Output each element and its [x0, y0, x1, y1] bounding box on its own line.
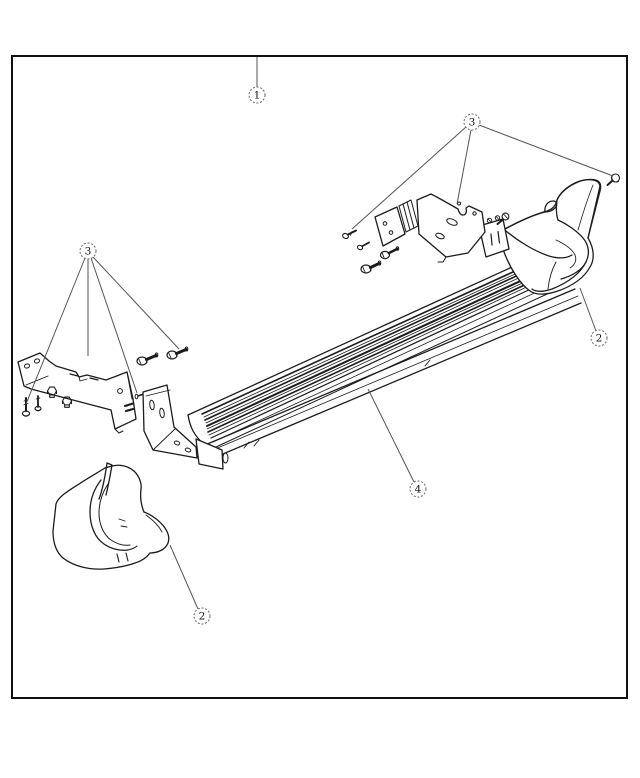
- callout-2-right-label: 2: [596, 333, 603, 345]
- bolt: [360, 260, 382, 274]
- leader-3r-b: [456, 129, 472, 205]
- rear-end-cap: [52, 462, 170, 570]
- callout-2-bottom-label: 2: [199, 611, 206, 623]
- leader-3r-a: [351, 126, 467, 230]
- hex-nut: [46, 386, 58, 398]
- bolt: [379, 246, 400, 260]
- step-board: [187, 251, 582, 470]
- board-side-bracket: [142, 384, 198, 459]
- screw: [342, 229, 357, 240]
- callout-3-right: 3: [463, 113, 481, 131]
- leader-2r: [579, 287, 597, 332]
- callout-3-right-label: 3: [469, 117, 476, 129]
- main-bracket: [416, 193, 486, 258]
- callout-3-left: 3: [79, 242, 97, 260]
- screw: [34, 395, 42, 412]
- front-bracket-kit: [342, 173, 621, 274]
- bracket-stud: [124, 407, 135, 413]
- board-end-face: [195, 438, 224, 470]
- callout-3-left-label: 3: [85, 246, 92, 258]
- leader-4: [367, 388, 415, 483]
- callout-2-bottom: 2: [193, 607, 211, 625]
- callout-4-label: 4: [415, 484, 422, 496]
- callout-1-label: 1: [254, 90, 261, 102]
- bracket-plate: [374, 206, 406, 247]
- leader-3r-c: [478, 124, 614, 177]
- leader-3l-a: [25, 257, 86, 405]
- callout-2-right: 2: [590, 329, 608, 347]
- callout-1: 1: [248, 86, 266, 104]
- board-end-bumper: [222, 452, 229, 464]
- rear-bracket-kit: [17, 346, 198, 459]
- screw: [496, 212, 510, 225]
- screw: [356, 241, 370, 251]
- hex-nut: [61, 396, 73, 408]
- screw: [21, 397, 31, 417]
- bracket-stud: [123, 402, 135, 408]
- bolt: [136, 352, 159, 366]
- leader-lines: [25, 57, 614, 610]
- leader-3l-c: [90, 257, 138, 394]
- leader-2b: [169, 544, 199, 610]
- callout-4: 4: [409, 480, 427, 498]
- support-bracket: [17, 352, 137, 430]
- front-end-cap: [503, 178, 602, 295]
- screw: [606, 173, 621, 186]
- leader-3l-d: [92, 256, 180, 350]
- hinge-box: [478, 218, 510, 258]
- bolt: [166, 346, 189, 360]
- diagram-border: [11, 55, 628, 699]
